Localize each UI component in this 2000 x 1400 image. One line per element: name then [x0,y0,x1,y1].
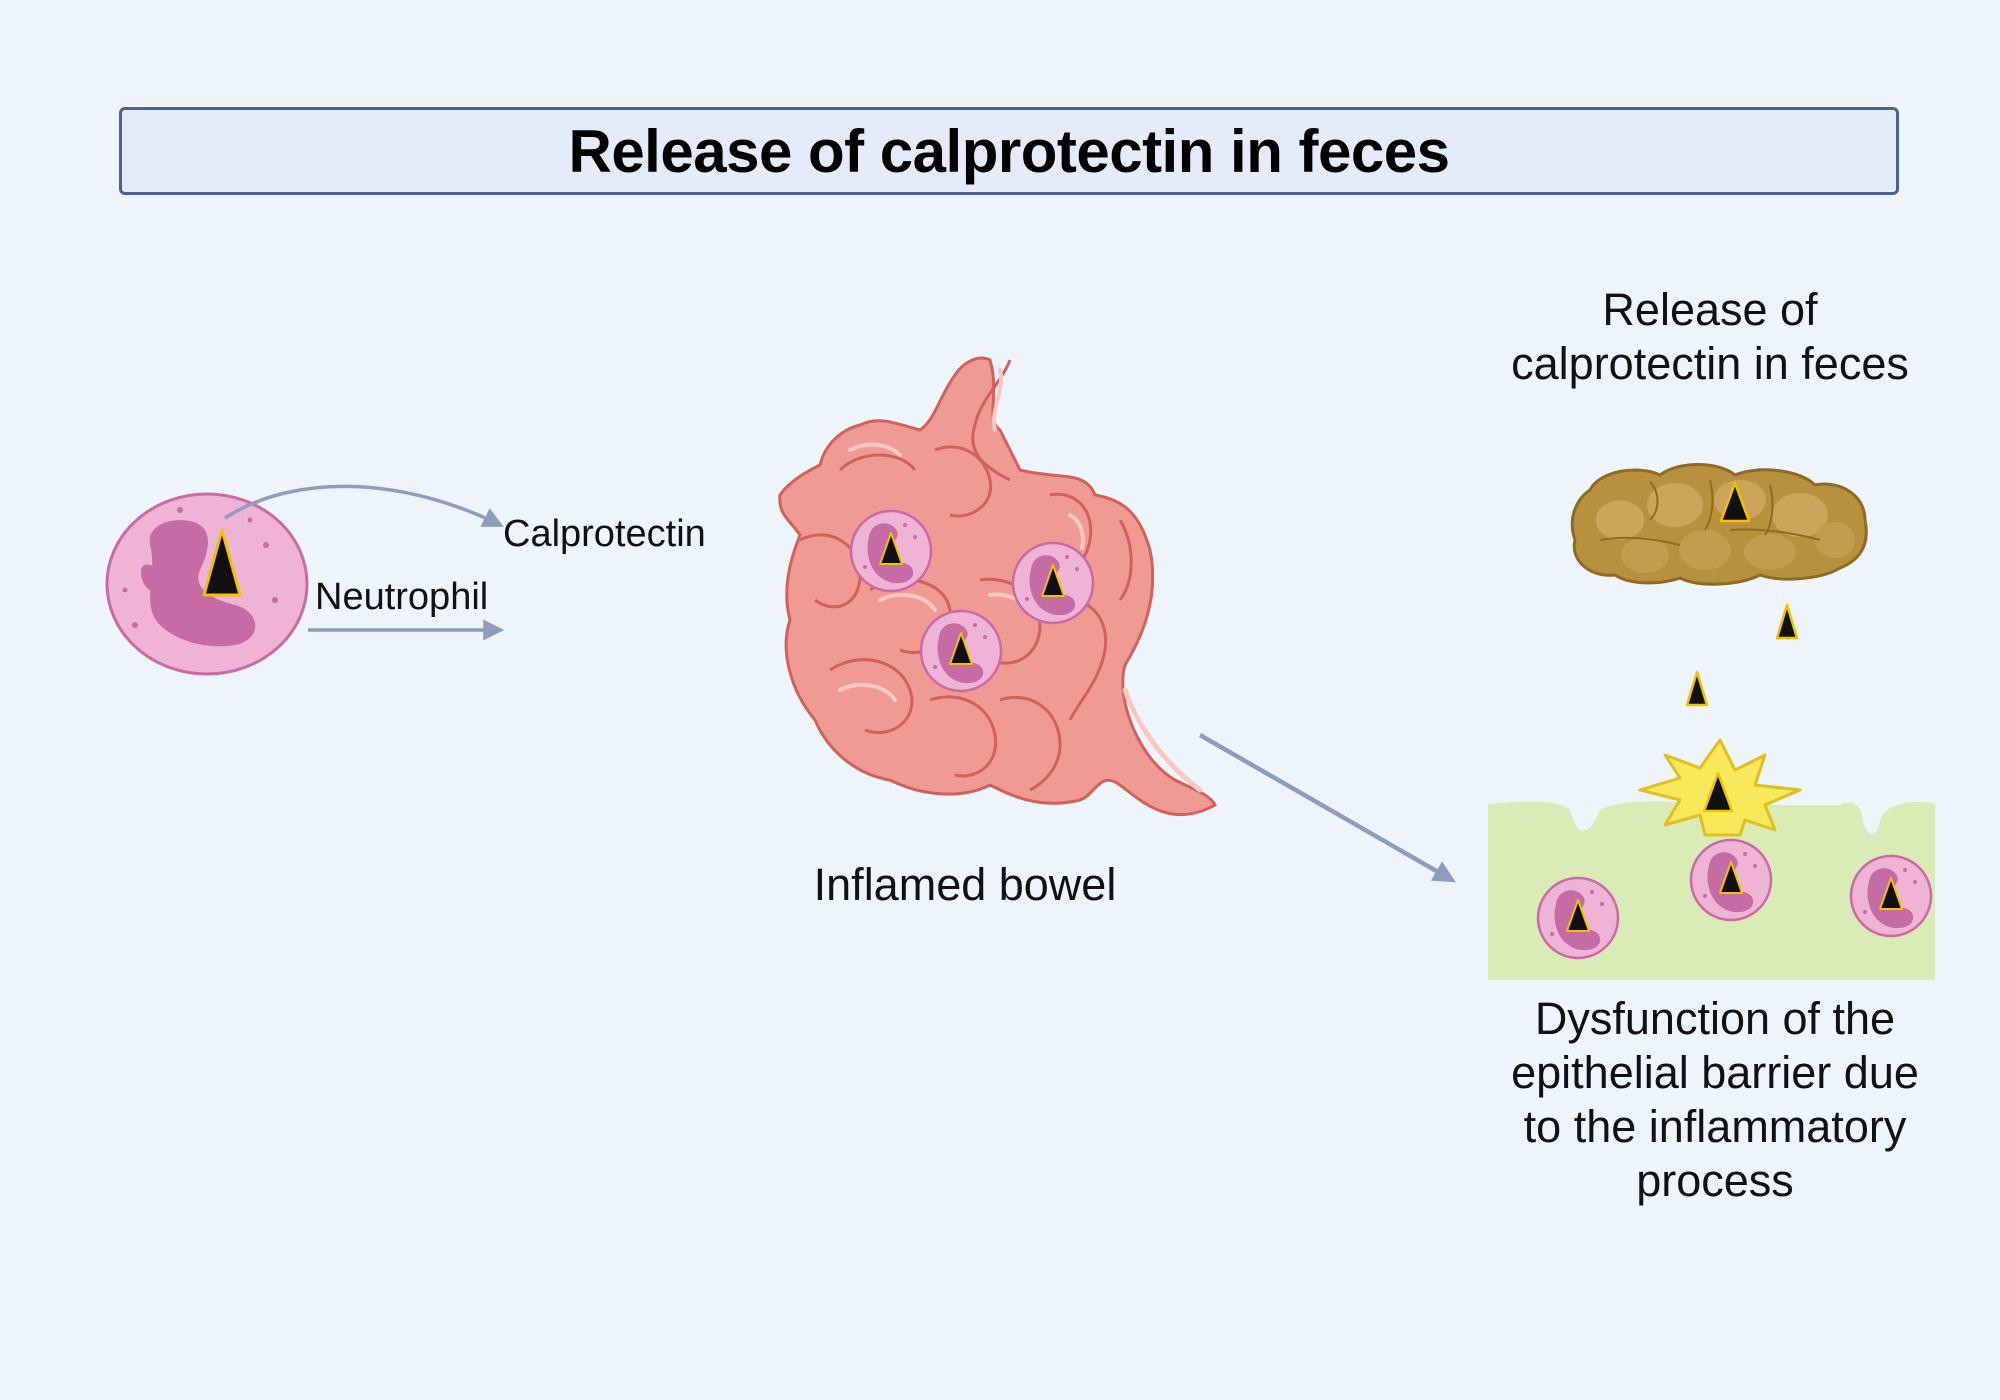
neutrophil-calprotectin-icon [202,528,242,597]
inflamed-bowel-label: Inflamed bowel [813,859,1117,910]
released-calprotectin-icon [1685,603,1799,707]
dysfunction-label-line: Dysfunction of the [1534,993,1896,1044]
release-label: Release of calprotectin in feces [1470,283,1950,391]
calprotectin-arrow [224,484,504,527]
bowel-to-epithelium-arrow [1198,733,1456,883]
dysfunction-label-line: epithelial barrier due [1511,1047,1919,1098]
page-title: Release of calprotectin in feces [568,117,1450,185]
calprotectin-label: Calprotectin [503,513,706,555]
release-label-line: calprotectin in feces [1511,338,1909,389]
dysfunction-label-line: to the inflammatory [1523,1101,1907,1152]
release-label-line: Release of [1602,284,1818,335]
dysfunction-label-line: process [1636,1155,1794,1206]
title-banner: Release of calprotectin in feces [119,107,1899,195]
neutrophil-label: Neutrophil [315,576,489,618]
dysfunction-label: Dysfunction of the epithelial barrier du… [1470,992,1960,1208]
bowel-icon [778,356,1217,817]
feces-icon [1570,463,1868,586]
